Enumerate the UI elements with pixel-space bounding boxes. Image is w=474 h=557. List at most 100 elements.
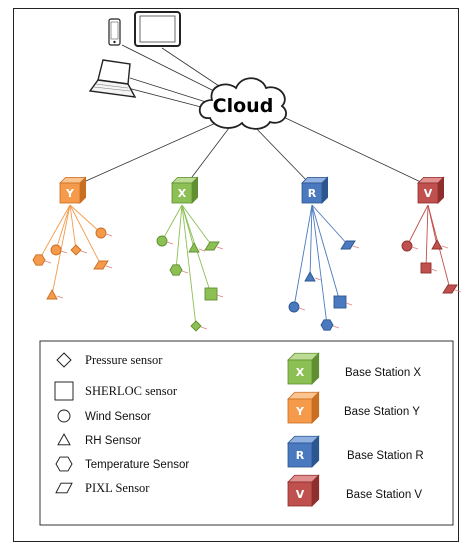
device-links — [121, 44, 229, 109]
legend-station-label: Base Station Y — [344, 406, 420, 418]
sensor-link — [55, 204, 71, 251]
triangle-sensor-icon — [304, 271, 316, 282]
sensor-link — [293, 204, 313, 308]
legend-station-y: Y Base Station Y — [287, 391, 420, 424]
hexagon-sensor-icon — [32, 254, 46, 266]
triangle-sensor-icon — [188, 242, 200, 253]
legend-label: PIXL Sensor — [85, 481, 150, 495]
parallelogram-sensor-icon — [204, 241, 220, 251]
station-y: Y — [32, 176, 113, 300]
sensor-link — [309, 204, 313, 278]
sensor-tail — [198, 248, 206, 252]
station-cube-r-label: R — [308, 187, 317, 200]
sensor-link — [69, 204, 77, 251]
sensor-link — [69, 204, 102, 266]
legend-item-hexagon: Temperature Sensor — [55, 456, 189, 472]
hexagon-sensor-icon — [320, 319, 334, 331]
sensor-link — [425, 204, 429, 269]
legend-station-label: Base Station R — [347, 450, 424, 462]
legend-cube-r: R — [287, 435, 320, 468]
sensor-tail — [60, 250, 68, 254]
sensor-tail — [44, 260, 52, 264]
station-cube-y-label: Y — [65, 187, 75, 200]
sensor-tail — [80, 250, 88, 254]
laptop-icon — [88, 59, 137, 98]
legend-station-label: Base Station V — [346, 489, 422, 501]
triangle-sensor-icon — [46, 289, 58, 300]
sensor-tail — [441, 245, 449, 249]
sensor-tail — [430, 268, 438, 272]
square-sensor-icon — [333, 295, 347, 309]
sensor-tail — [216, 294, 224, 298]
diamond-legend-icon — [56, 352, 72, 368]
legend-item-triangle: RH Sensor — [57, 433, 141, 447]
legend-item-diamond: Pressure sensor — [56, 352, 163, 368]
circle-sensor-icon — [401, 240, 413, 252]
sensor-tail — [105, 233, 113, 237]
sensor-link — [181, 204, 213, 247]
sensor-tail — [200, 326, 208, 330]
station-cube-v-label: V — [424, 187, 433, 200]
legend-item-circle: Wind Sensor — [57, 409, 151, 423]
sensor-link — [175, 204, 183, 271]
diagram-frame — [13, 8, 459, 542]
legend-cube-r-label: R — [296, 449, 305, 462]
hexagon-legend-icon — [55, 456, 73, 472]
triangle-legend-icon — [57, 433, 71, 446]
legend-item-square: SHERLOC sensor — [54, 381, 178, 401]
sensor-tail — [345, 302, 353, 306]
tablet-icon — [134, 11, 181, 47]
parallelogram-sensor-icon — [340, 240, 356, 250]
station-cube-x-label: X — [178, 187, 187, 200]
sensor-link — [311, 204, 341, 303]
sensor-tail — [454, 289, 462, 293]
circle-sensor-icon — [50, 244, 62, 256]
sensor-tail — [298, 307, 306, 311]
sensor-link — [161, 204, 183, 242]
sensor-link — [311, 204, 349, 246]
square-sensor-icon — [204, 287, 218, 301]
legend-box — [39, 340, 454, 526]
sensor-tail — [314, 277, 322, 281]
circle-sensor-icon — [156, 235, 168, 247]
hexagon-sensor-icon — [169, 264, 183, 276]
legend-cube-v: V — [287, 474, 320, 507]
circle-sensor-icon — [288, 301, 300, 313]
circle-legend-icon — [57, 409, 71, 423]
sensor-link — [406, 204, 429, 247]
sensor-tail — [332, 325, 340, 329]
legend-cube-y-label: Y — [295, 405, 305, 418]
sensor-tail — [105, 265, 113, 269]
legend-label: Wind Sensor — [85, 411, 151, 423]
sensor-link — [38, 204, 71, 261]
parallelogram-legend-icon — [55, 482, 73, 494]
diamond-sensor-icon — [190, 320, 202, 332]
legend-station-label: Base Station X — [345, 367, 421, 379]
legend-label: Temperature Sensor — [85, 459, 189, 471]
parallelogram-sensor-icon — [93, 260, 109, 270]
cloud-station-links — [76, 112, 428, 186]
triangle-sensor-icon — [431, 239, 443, 250]
square-legend-icon — [54, 381, 74, 401]
legend-label: Pressure sensor — [85, 353, 163, 367]
sensor-tail — [181, 270, 189, 274]
sensor-link — [311, 204, 328, 326]
circle-sensor-icon — [95, 227, 107, 239]
legend-station-r: R Base Station R — [287, 435, 424, 468]
station-r: R — [288, 176, 360, 331]
station-cube-r: R — [301, 176, 329, 204]
sensor-tail — [216, 246, 224, 250]
square-sensor-icon — [420, 262, 432, 274]
legend-station-v: V Base Station V — [287, 474, 422, 507]
station-v: V — [401, 176, 462, 294]
station-x: X — [156, 176, 224, 332]
station-cube-x: X — [171, 176, 199, 204]
phone-icon — [108, 18, 121, 46]
sensor-link — [181, 204, 197, 327]
diamond-sensor-icon — [70, 244, 82, 256]
legend-cube-v-label: V — [296, 488, 305, 501]
